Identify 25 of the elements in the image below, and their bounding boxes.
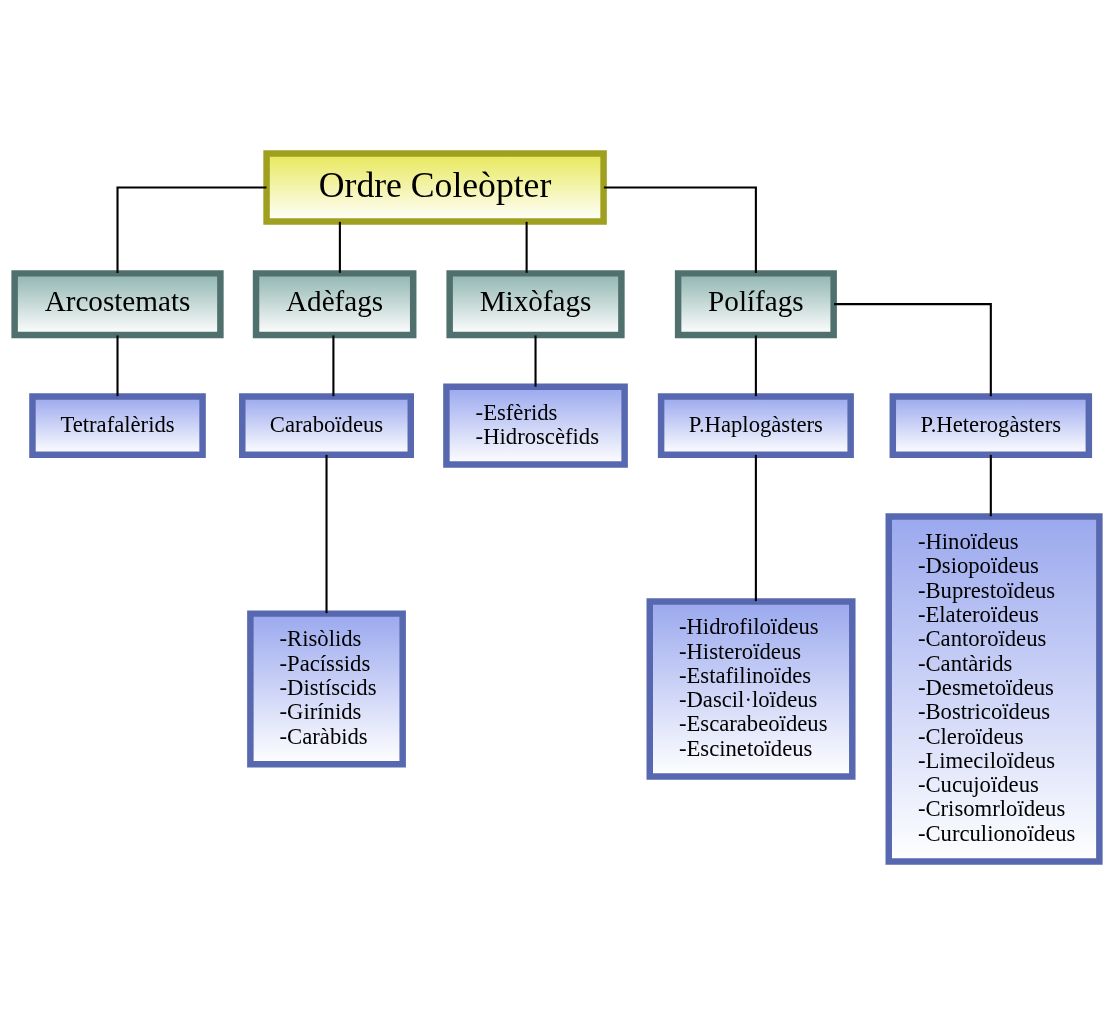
node-box: Caraboïdeus: [239, 392, 414, 458]
node-box: -Hinoïdeus -Dsiopoïdeus -Buprestoïdeus -Elateroïdeus -Cantoroïdeus -Cantàrids -Desmetoïdeus -Bostricoïdeus -Cleroïdeus -Limeciloïdeus -Cucujoïdeus -Crisomrloïdeus -Curculionoïdeus: [885, 512, 1103, 865]
connector: [989, 454, 992, 516]
node-box: Tetrafalèrids: [29, 392, 206, 458]
node-box: -Esfèrids -Hidroscèfids: [443, 383, 628, 468]
connector: [332, 334, 335, 396]
node-box: Mixòfags: [446, 269, 625, 338]
connector: [834, 302, 992, 396]
connector: [534, 334, 537, 387]
node-box: P.Haplogàsters: [657, 392, 854, 458]
connector: [116, 185, 267, 273]
node-box: -Hidrofiloïdeus -Histeroïdeus -Estafilinoïdes -Dascil·loïdeus -Escarabeoïdeus -Escinetoïdeus: [646, 597, 856, 780]
node-box: Arcostemats: [11, 269, 224, 338]
connector: [603, 185, 757, 273]
connector: [338, 221, 341, 273]
node-box: P.Heterogàsters: [889, 392, 1093, 458]
node-box: -Risòlids -Pacíssids -Distíscids -Girínids -Caràbids: [247, 609, 406, 768]
connector: [525, 221, 528, 273]
node-box: Polífags: [674, 269, 837, 338]
node-box: Adèfags: [252, 269, 417, 338]
node-box: Ordre Coleòpter: [263, 149, 607, 225]
connector: [754, 334, 757, 396]
connector: [116, 334, 119, 396]
connector: [754, 454, 757, 601]
connector: [325, 454, 328, 613]
